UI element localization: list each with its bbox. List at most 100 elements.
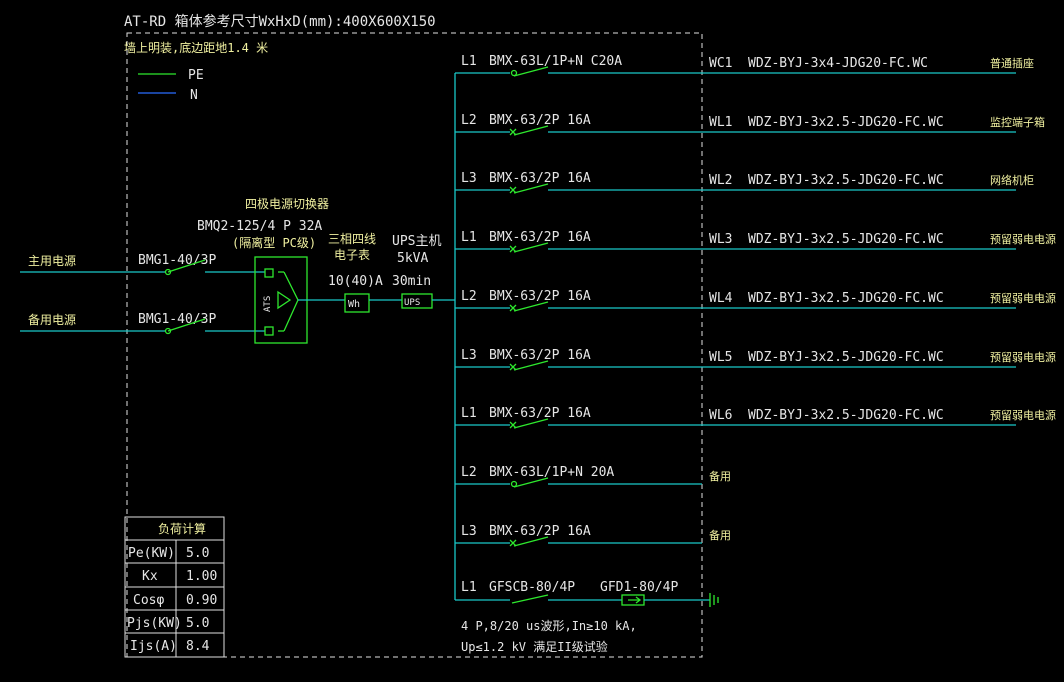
circuit-phase: L1 [461,54,477,69]
circuit-cable: WDZ-BYJ-3x2.5-JDG20-FC.WC [748,350,944,365]
breaker-switch [513,301,549,312]
meter-type: 电子表 [334,248,370,262]
circuit-breaker: BMX-63/2P 16A [489,171,591,186]
circuit-cable: WDZ-BYJ-3x2.5-JDG20-FC.WC [748,291,944,306]
breaker-switch [513,536,549,547]
ups-name: UPS主机 [392,234,441,249]
legend-pe-label: PE [188,68,204,83]
circuit-phase: L1 [461,230,477,245]
load-calc-value: 8.4 [186,639,210,654]
spd-note-2: Up≤1.2 kV 满足II级试验 [461,639,608,654]
load-calc-key: Ijs(A) [130,639,177,654]
circuit-row: L2 BMX-63/2P 16A WL1 WDZ-BYJ-3x2.5-JDG20-FC… [455,113,1045,136]
ups-backup-time: 30min [392,274,431,289]
circuit-load: 监控端子箱 [990,115,1045,129]
circuit-breaker: BMX-63/2P 16A [489,348,591,363]
box-label: AT-RD 箱体参考尺寸WxHxD(mm):400X600X150 [124,13,436,30]
meter-symbol [344,293,370,313]
circuit-phase: L3 [461,171,477,186]
meter-rating: 10(40)A [328,274,383,289]
circuit-id: WL1 [709,115,732,130]
circuit-phase: L3 [461,348,477,363]
enclosure-boundary [126,32,703,658]
load-calc-key: Pe(KW) [128,546,175,561]
main-breaker-label: BMG1-40/3P [138,253,216,268]
ats-name: 四极电源切换器 [245,197,329,211]
circuit-id: WL3 [709,232,732,247]
ups-capacity: 5kVA [397,251,428,266]
breaker-switch [513,418,549,429]
breaker-switch [513,66,549,77]
circuit-breaker: BMX-63/2P 16A [489,230,591,245]
load-calc-value: 5.0 [186,616,209,631]
circuit-row: L3 BMX-63/2P 16A 备用 [455,524,731,547]
circuit-cable: WDZ-BYJ-3x2.5-JDG20-FC.WC [748,408,944,423]
ats-symbol-text: ATS [263,296,273,312]
breaker-switch [513,183,549,194]
circuit-load: 预留弱电电源 [990,291,1056,305]
load-calc-key: Kx [142,569,158,584]
load-calculation-table: 负荷计算 Pe(KW) 5.0 Kx 1.00 Cosφ 0.90 Pjs(KW… [124,516,225,658]
spd-device: GFD1-80/4P [600,580,678,595]
breaker-contact [509,421,517,429]
circuit-phase: L2 [461,113,477,128]
circuit-breaker: BMX-63L/1P+N C20A [489,54,622,69]
rcd-symbol [510,480,518,488]
load-calc-key: Cosφ [133,593,164,608]
ats-symbol [254,256,345,344]
breaker-switch [513,477,549,488]
outgoing-circuits: L1 BMX-63L/1P+N C20A WC1 WDZ-BYJ-3x4-JDG20-… [455,54,1056,547]
circuit-cable: WDZ-BYJ-3x4-JDG20-FC.WC [748,56,928,71]
spd-breaker: GFSCB-80/4P [489,580,575,595]
ats-model: BMQ2-125/4 P 32A [197,219,322,234]
legend-n-label: N [190,88,198,103]
ats-type: (隔离型 PC级) [232,235,316,250]
circuit-load: 备用 [709,528,731,542]
circuit-row: L1 BMX-63L/1P+N C20A WC1 WDZ-BYJ-3x4-JDG20-… [455,54,1034,77]
load-calc-value: 1.00 [186,569,217,584]
circuit-breaker: BMX-63/2P 16A [489,524,591,539]
spd-note-1: 4 P,8/20 us波形,In≥10 kA, [461,619,637,633]
rcd-symbol [510,69,518,77]
circuit-phase: L2 [461,465,477,480]
spd-phase: L1 [461,580,477,595]
backup-breaker-label: BMG1-40/3P [138,312,216,327]
circuit-cable: WDZ-BYJ-3x2.5-JDG20-FC.WC [748,173,944,188]
breaker-switch [513,242,549,253]
circuit-row: L2 BMX-63/2P 16A WL4 WDZ-BYJ-3x2.5-JDG20-FC… [455,289,1056,312]
circuit-row: L3 BMX-63/2P 16A WL2 WDZ-BYJ-3x2.5-JDG20-FC… [455,171,1034,194]
breaker-switch [513,125,549,136]
ups-symbol [401,293,433,309]
mount-note: 墙上明装,底边距地1.4 米 [124,40,268,55]
circuit-load: 备用 [709,469,731,483]
circuit-phase: L2 [461,289,477,304]
meter-name: 三相四线 [328,232,376,246]
circuit-id: WL6 [709,408,732,423]
load-calc-key: Pjs(KW) [127,616,182,631]
main-source-label: 主用电源 [28,254,76,268]
breaker-contact [509,245,517,253]
load-calc-value: 0.90 [186,593,217,608]
breaker-contact [509,186,517,194]
circuit-id: WC1 [709,56,732,71]
circuit-breaker: BMX-63/2P 16A [489,113,591,128]
breaker-switch [513,360,549,371]
circuit-load: 预留弱电电源 [990,232,1056,246]
ups-symbol-text: UPS [404,298,420,308]
breaker-contact [509,539,517,547]
circuit-phase: L1 [461,406,477,421]
circuit-cable: WDZ-BYJ-3x2.5-JDG20-FC.WC [748,232,944,247]
circuit-load: 网络机柜 [990,173,1034,187]
circuit-phase: L3 [461,524,477,539]
circuit-id: WL4 [709,291,733,306]
spd-circuit: L1 GFSCB-80/4P GFD1-80/4P 4 P,8/20 us波形,… [455,580,719,654]
load-calc-title: 负荷计算 [158,521,206,536]
circuit-breaker: BMX-63/2P 16A [489,406,591,421]
circuit-load: 预留弱电电源 [990,408,1056,422]
circuit-cable: WDZ-BYJ-3x2.5-JDG20-FC.WC [748,115,944,130]
circuit-breaker: BMX-63/2P 16A [489,289,591,304]
circuit-id: WL2 [709,173,732,188]
